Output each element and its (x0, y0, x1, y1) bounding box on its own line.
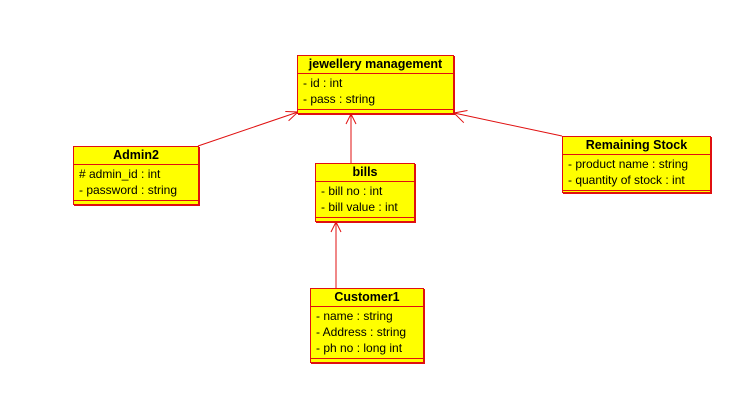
attribute: - Address : string (316, 325, 407, 339)
arrowhead-bills-edge (345, 112, 357, 125)
class-operations (563, 191, 710, 196)
class-attributes: - bill no : int - bill value : int (316, 182, 414, 218)
attribute: - pass : string (303, 92, 376, 106)
class-title: bills (316, 164, 414, 182)
class-operations (74, 201, 198, 206)
attribute: - product name : string (568, 157, 689, 171)
class-jewellery-management[interactable]: jewellery management - id : int - pass :… (297, 55, 454, 114)
class-operations (311, 359, 423, 364)
class-customer1[interactable]: Customer1 - name : string - Address : st… (310, 288, 424, 363)
attribute: - id : int (303, 76, 343, 90)
attribute: # admin_id : int (79, 167, 161, 181)
attribute: - bill value : int (321, 200, 398, 214)
attribute: - bill no : int (321, 184, 383, 198)
class-attributes: - product name : string - quantity of st… (563, 155, 710, 191)
attribute: - ph no : long int (316, 341, 403, 355)
class-operations (316, 218, 414, 223)
class-title: Admin2 (74, 147, 198, 165)
class-attributes: - id : int - pass : string (298, 74, 453, 110)
class-operations (298, 110, 453, 115)
attribute: - name : string (316, 309, 393, 323)
class-attributes: - name : string - Address : string - ph … (311, 307, 423, 359)
class-title: Customer1 (311, 289, 423, 307)
class-title: Remaining Stock (563, 137, 710, 155)
attribute: - quantity of stock : int (568, 173, 685, 187)
arrowhead-customer1-edge (330, 220, 342, 233)
attribute: - password : string (79, 183, 178, 197)
class-bills[interactable]: bills - bill no : int - bill value : int (315, 163, 415, 222)
class-title: jewellery management (298, 56, 453, 74)
arrowhead-stock-edge (452, 110, 468, 124)
class-admin2[interactable]: Admin2 # admin_id : int - password : str… (73, 146, 199, 205)
edge-admin2-to-jewellery (197, 111, 299, 147)
class-attributes: # admin_id : int - password : string (74, 165, 198, 201)
class-remaining-stock[interactable]: Remaining Stock - product name : string … (562, 136, 711, 193)
edge-stock-to-jewellery (453, 112, 563, 137)
